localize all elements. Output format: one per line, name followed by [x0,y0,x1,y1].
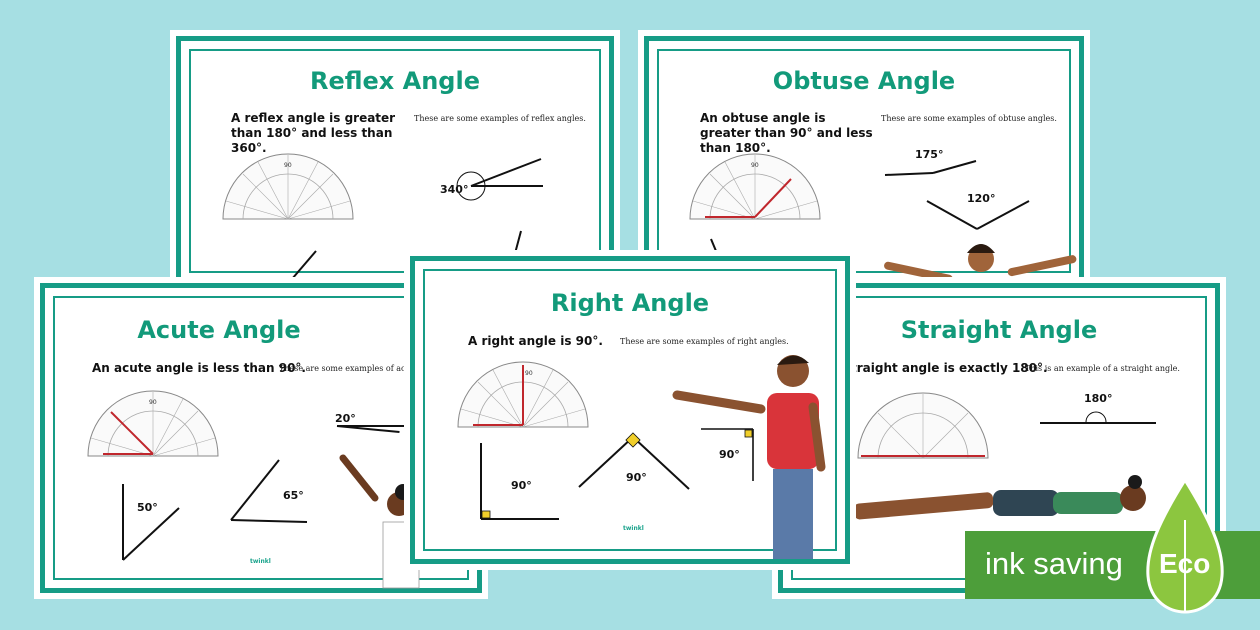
right-twinkl-logo: twinkl [623,525,644,532]
svg-text:90: 90 [525,370,533,377]
reflex-angle-label: 340° [440,183,469,196]
acute-protractor: 90 [87,390,219,457]
right-example-arm [701,428,754,481]
right-angle-label-2: 90° [626,471,647,484]
straight-examples-text: This is an example of a straight angle. [1025,364,1180,373]
acute-examples-text: These are some examples of acute a [279,364,426,373]
right-example-vertical [480,443,559,520]
straight-example-180 [1040,411,1156,424]
straight-angle-label: 180° [1084,392,1113,405]
obtuse-protractor: 90 [689,153,821,220]
right-title: Right Angle [550,289,710,317]
reflex-description: A reflex angle is greater than 180° and … [231,111,396,155]
obtuse-example-120 [926,200,1030,230]
reflex-protractor: 90 [222,153,354,220]
right-angle-card: Right Angle A right angle is 90°. These … [410,256,850,564]
obtuse-angle-label-175: 175° [915,148,944,161]
right-angle-label-3: 90° [719,448,740,461]
acute-title: Acute Angle [137,316,301,344]
obtuse-example-175 [884,160,977,176]
right-description: A right angle is 90°. [468,334,603,348]
obtuse-title: Obtuse Angle [772,67,956,95]
leaf-icon [1146,477,1224,614]
straight-description: traight angle is exactly 180°. [851,361,1048,375]
reflex-example-angle [456,158,543,201]
svg-text:90: 90 [284,162,292,169]
obtuse-angle-label-120: 120° [967,192,996,205]
acute-twinkl-logo: twinkl [250,558,271,565]
right-angle-label-1: 90° [511,479,532,492]
acute-angle-label-50: 50° [137,501,158,514]
svg-text:90: 90 [751,162,759,169]
eco-text: Eco [1159,548,1211,579]
straight-person-illustration [853,475,1146,520]
right-boy-illustration [672,355,826,559]
acute-angle-label-20: 20° [335,412,356,425]
straight-protractor [857,392,989,459]
reflex-title: Reflex Angle [309,67,480,95]
obtuse-angle-card: Obtuse Angle An obtuse angle is greater … [644,36,1084,291]
right-example-tilted [578,432,690,490]
right-examples-text: These are some examples of right angles. [620,337,789,346]
svg-text:90: 90 [149,399,157,406]
acute-example-20 [336,425,413,434]
right-protractor: 90 [457,361,589,428]
ink-saving-text: ink saving [985,546,1123,581]
acute-angle-label-65: 65° [283,489,304,502]
acute-example-65 [230,459,308,523]
straight-title: Straight Angle [900,316,1098,344]
obtuse-examples-text: These are some examples of obtuse angles… [881,114,1057,123]
reflex-examples-text: These are some examples of reflex angles… [414,114,586,123]
acute-description: An acute angle is less than 90°. [92,361,306,375]
obtuse-description: An obtuse angle is greater than 90° and … [700,111,873,155]
reflex-angle-card: Reflex Angle A reflex angle is greater t… [176,36,614,287]
acute-example-50 [122,484,180,561]
